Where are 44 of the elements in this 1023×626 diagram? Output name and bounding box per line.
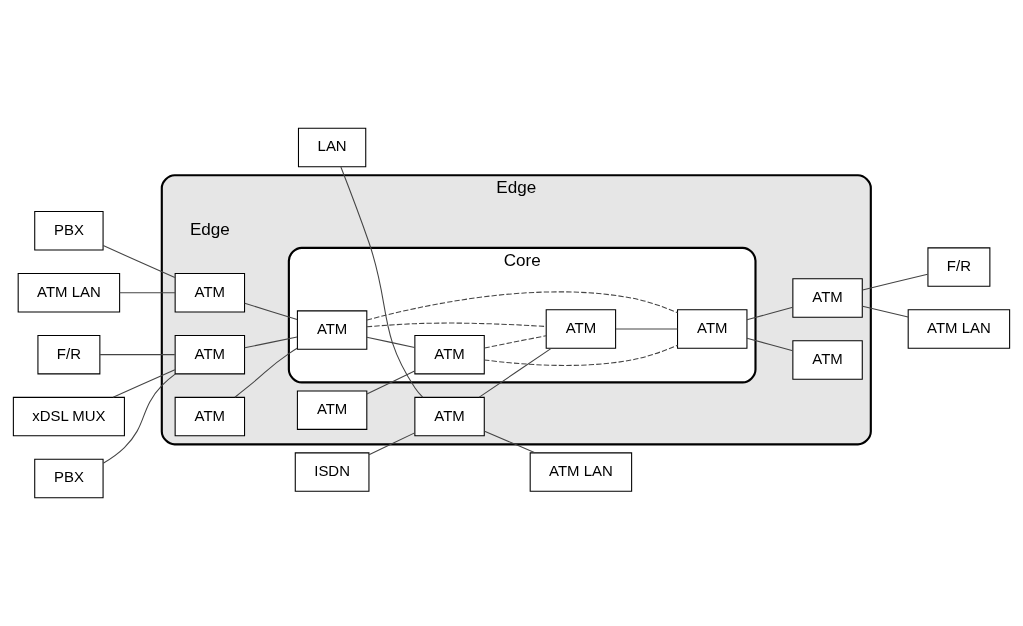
connector [746,337,794,352]
connector [340,166,424,398]
node-box: F/R [37,334,101,375]
connector [368,432,416,456]
node-box: ATM [296,310,368,350]
node-box: ATM LAN [529,452,633,492]
connector [366,370,416,395]
node-box: ATM LAN [17,272,121,313]
node-box: ATM [414,334,485,375]
node-box: ATM LAN [907,309,1011,349]
node-box: ATM [174,334,246,375]
node-box: LAN [297,127,367,168]
node-box: ATM [792,278,863,318]
node-box: ATM [174,396,246,437]
connector [234,347,298,398]
connector [746,306,794,321]
node-box: F/R [927,247,991,287]
connector [102,245,176,279]
connector [244,336,298,349]
connector [484,335,547,349]
node-box: PBX [34,211,104,251]
node-box: ATM [296,390,368,430]
connector [366,322,547,328]
node-box: ISDN [294,452,370,492]
connector [862,273,929,291]
connector [99,354,176,356]
connector [119,292,176,294]
connector [483,344,679,366]
node-box: xDSL MUX [12,396,125,437]
node-box: ATM [174,272,246,313]
connector [862,305,909,318]
connector [366,291,679,321]
connector [244,302,298,321]
connector [615,328,678,330]
connector [112,369,176,398]
node-box: ATM [792,340,863,380]
connector [478,347,552,398]
node-box: ATM [545,309,617,349]
node-box: ATM [677,309,748,349]
connector [366,336,416,348]
node-box: PBX [34,458,104,499]
connector [484,430,536,454]
connector [102,373,176,464]
node-box: ATM [414,396,485,437]
